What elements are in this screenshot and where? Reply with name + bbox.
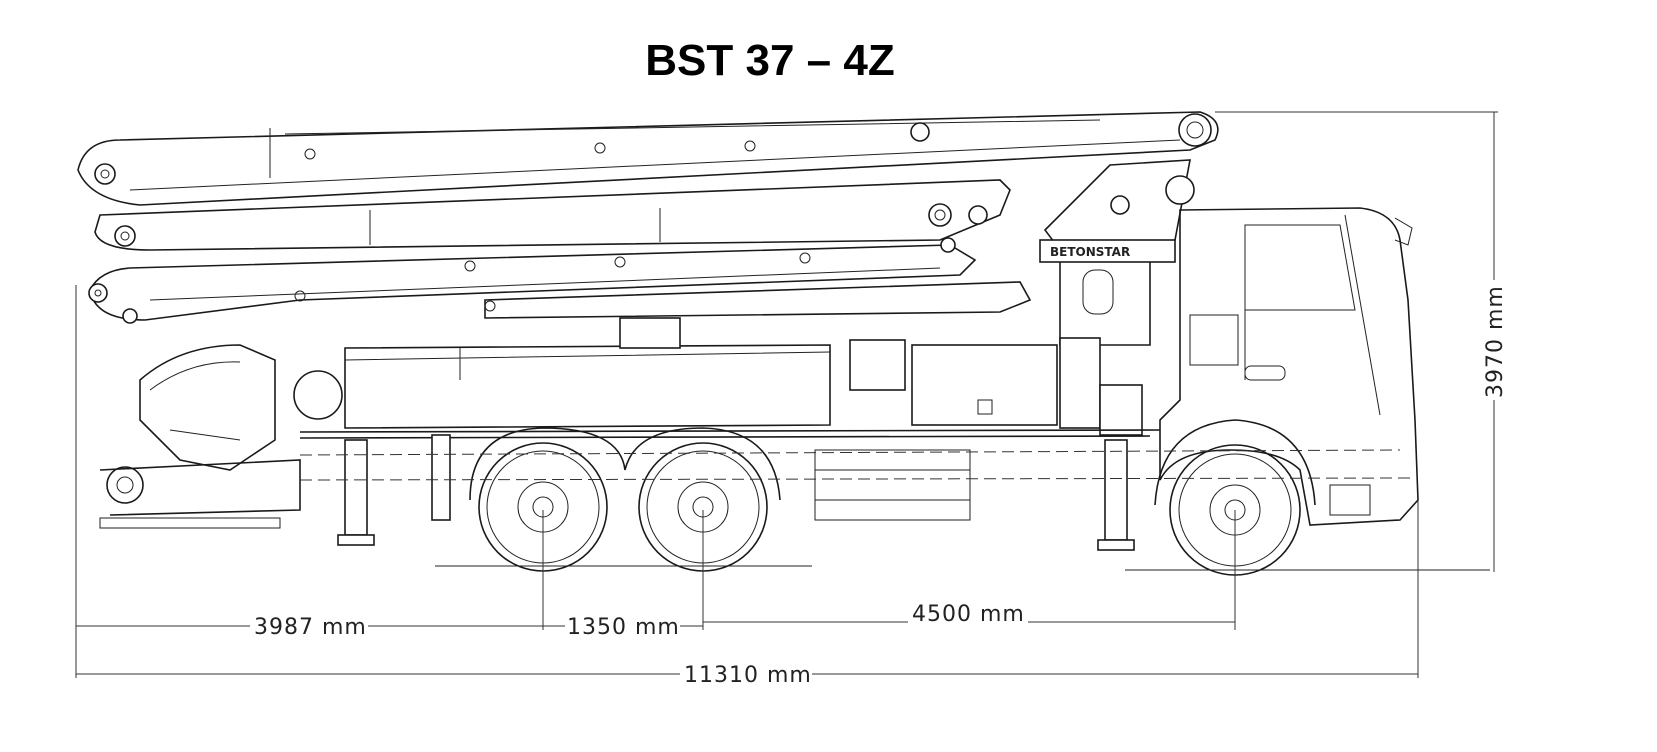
rear-fender (469, 427, 781, 501)
rear-hopper (99, 344, 343, 529)
dim-axle-spacing: 1350 mm (567, 615, 680, 640)
truck-cab (1159, 207, 1419, 526)
dim-overall-length: 11310 mm (684, 663, 812, 688)
brand-plate: BETONSTAR (1050, 245, 1130, 259)
turret: BETONSTAR (1039, 159, 1195, 346)
dim-overall-height: 3970 mm (1483, 285, 1508, 398)
dim-wheelbase: 4500 mm (912, 602, 1025, 627)
truck-body (299, 317, 1161, 439)
outriggers (337, 434, 1135, 551)
front-fender (1154, 419, 1316, 506)
dimension-lines (75, 111, 1498, 678)
boom-assembly (77, 111, 1219, 324)
page-title: BST 37 – 4Z (645, 36, 895, 85)
dim-rear-overhang: 3987 mm (254, 615, 367, 640)
